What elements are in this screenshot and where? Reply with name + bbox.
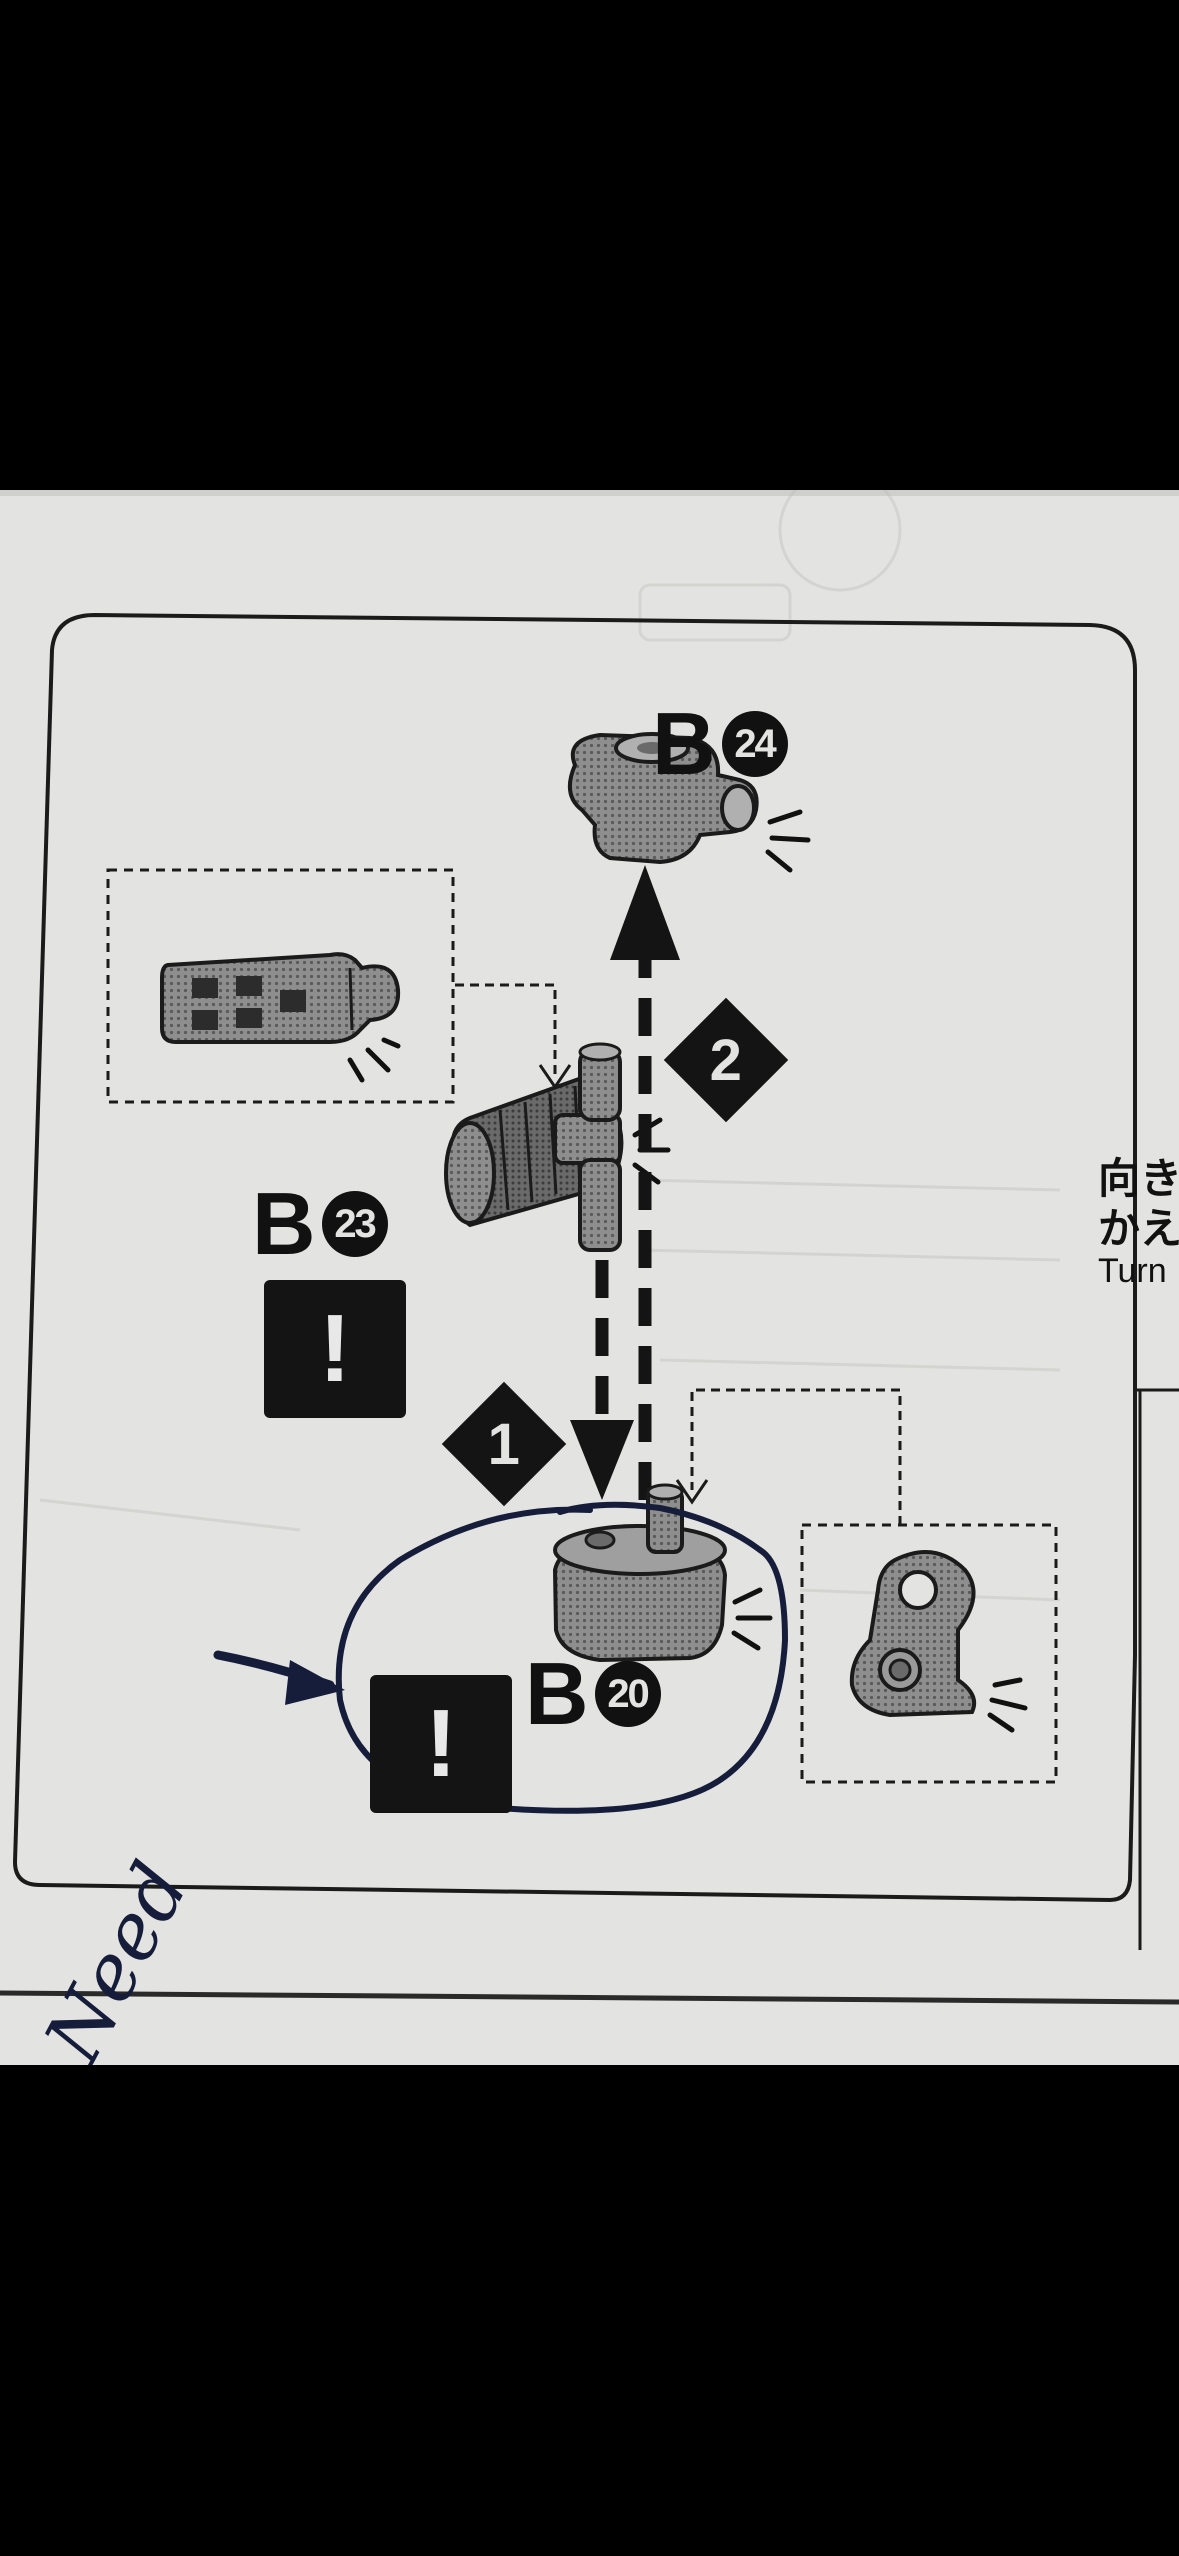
b24-part [567, 732, 759, 865]
step-number: 2 [709, 1027, 743, 1093]
part-letter: B [652, 694, 716, 793]
pen-circle [335, 1501, 789, 1814]
part-letter: B [525, 1644, 589, 1743]
step-number: 1 [487, 1411, 521, 1477]
bleed-through-marks [39, 490, 1061, 1602]
warning-icon-b23: ! [264, 1280, 406, 1418]
part-number-badge: 20 [594, 1661, 661, 1727]
b23-closeup-part [160, 952, 401, 1044]
part-letter: B [252, 1174, 316, 1273]
part-label-b24: B 24 [652, 700, 788, 788]
part-number-badge: 23 [321, 1191, 388, 1257]
diagram-artwork [0, 490, 1179, 2005]
b20-part [552, 1483, 728, 1663]
panel-frame [12, 612, 1137, 1903]
side-note-line-1: 向き [1098, 1154, 1179, 1203]
side-note-line-2: かえ [1098, 1204, 1179, 1253]
instruction-sheet-photo: B 24 B 23 B 20 ! ! 1 2 向き かえ Turn Need [0, 490, 1179, 2065]
part-label-b20: B 20 [525, 1650, 661, 1738]
side-note-line-3: Turn [1098, 1252, 1167, 1290]
b20-closeup-part [849, 1550, 977, 1718]
warning-symbol: ! [425, 1690, 457, 1797]
warning-symbol: ! [319, 1295, 351, 1402]
part-number-badge: 24 [721, 711, 788, 777]
warning-icon-b20: ! [370, 1675, 512, 1813]
part-label-b23: B 23 [252, 1180, 388, 1268]
b23-part [444, 1042, 624, 1252]
